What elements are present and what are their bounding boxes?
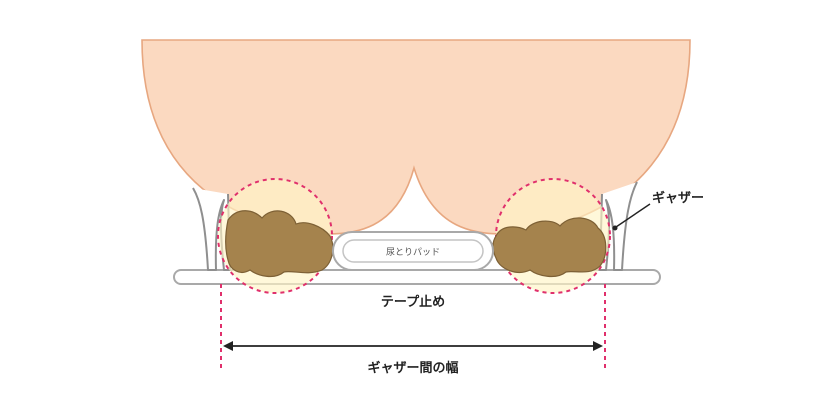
right-soil	[492, 217, 607, 278]
gather-leader-dot	[612, 225, 618, 231]
tape-label: テープ止め	[381, 294, 445, 310]
gather-leader-line	[615, 203, 651, 228]
gather-width-label: ギャザー間の幅	[367, 360, 458, 376]
left-soil	[225, 210, 334, 278]
width-arrow-left-head	[223, 341, 233, 351]
gather-label: ギャザー	[652, 190, 704, 206]
pad-inner	[342, 239, 484, 263]
pad-label: 尿とりパッド	[386, 247, 440, 258]
width-arrow-right-head	[593, 341, 603, 351]
